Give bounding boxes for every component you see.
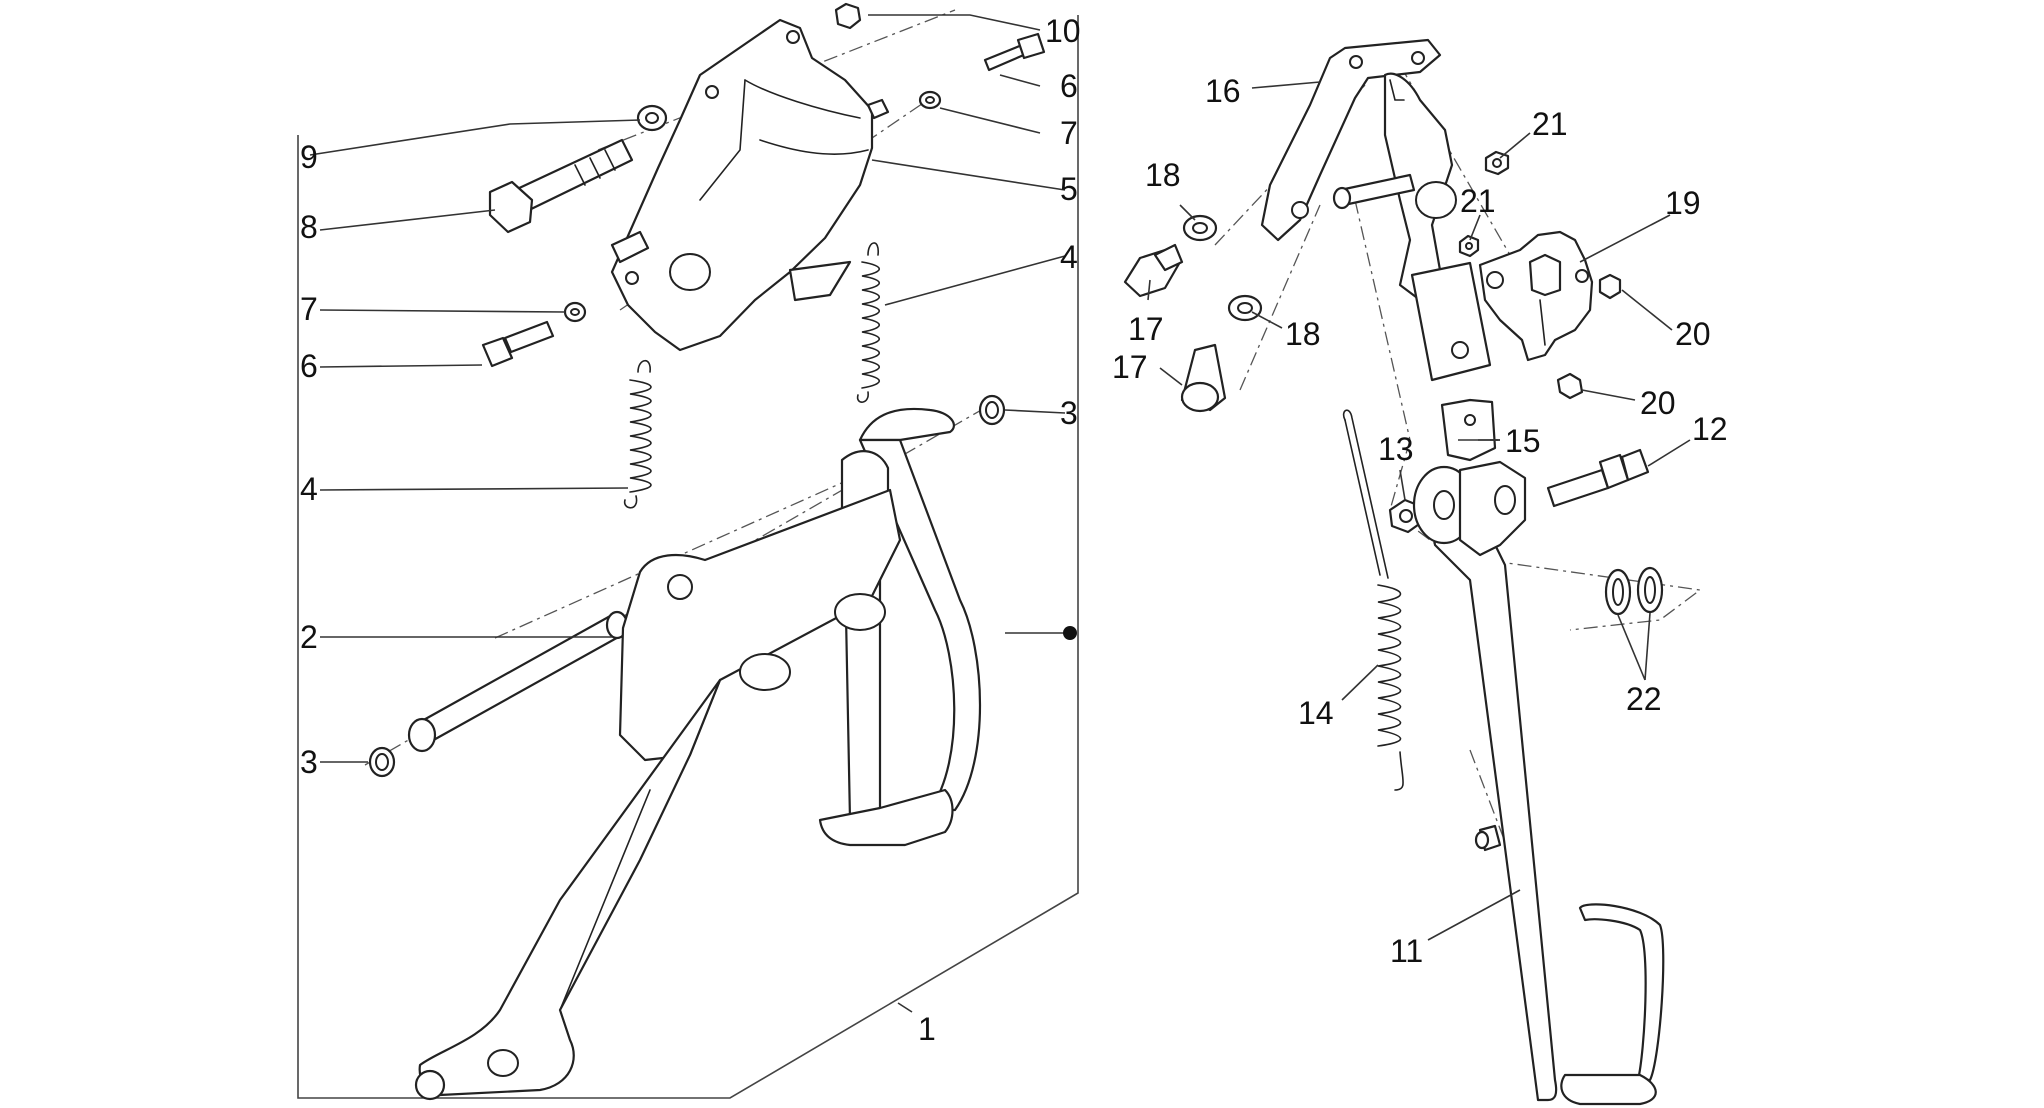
callout-label: 10 [1045,13,1081,49]
pivot-shaft-part [407,610,629,753]
callout-label: 7 [1060,115,1078,151]
cap-screw-part [1180,343,1227,413]
callout-label: 17 [1128,311,1164,347]
bracket-part [610,18,890,352]
bracket-hole [669,253,711,291]
bolt-part [983,32,1046,72]
pivot-bolt-part [1546,448,1650,508]
spring-part [623,359,652,509]
callout-label: 6 [300,348,318,384]
callout-label: 2 [300,619,318,655]
cap-screw-part [1123,243,1184,298]
spring-part [1342,409,1404,791]
callout-label: 18 [1145,157,1181,193]
long-bolt-part [488,138,634,234]
callout-dot [1063,626,1077,640]
callout-label: 3 [1060,395,1078,431]
washer-part [1182,214,1218,242]
screw-part [1598,273,1622,300]
callout-label: 7 [300,291,318,327]
axis-line [1389,439,1702,631]
callout-label: 15 [1505,423,1541,459]
axis-line [1354,199,1411,441]
bolt-part [481,320,555,368]
callout-label: 20 [1640,385,1676,421]
callout-label: 16 [1205,73,1241,109]
axis-line [1239,204,1321,391]
callout-label: 14 [1298,695,1334,731]
callout-label: 3 [300,744,318,780]
callout-label: 21 [1460,183,1496,219]
callout-label: 17 [1112,349,1148,385]
spring-part [856,242,881,403]
callout-label: 22 [1626,681,1662,717]
stand-hole [667,574,693,600]
callout-label: 9 [300,139,318,175]
sensor-switch-part [1478,230,1594,362]
callout-label: 11 [1390,933,1423,969]
screw-part [1556,372,1584,400]
callout-label: 4 [300,471,318,507]
side-stand-plate-part [1260,38,1457,302]
callout-label: 19 [1665,185,1701,221]
leader-line [868,14,1041,31]
callout-label: 1 [918,1011,936,1047]
assembly-frame [297,15,1079,1099]
callout-label: 5 [1060,171,1078,207]
nut-part [834,2,862,30]
pad-part [1440,398,1497,462]
centre-stand-part [414,407,982,1101]
callout-label: 8 [300,209,318,245]
circlip-part [1604,566,1664,616]
centre-stand-assembly: 10 6 7 9 5 8 4 7 6 3 4 2 3 1 [297,2,1081,1101]
callout-label: 4 [1060,239,1078,275]
axis-line [494,467,876,639]
callout-label: 12 [1692,411,1728,447]
washer-part [1227,294,1263,322]
callout-label: 21 [1532,106,1568,142]
callout-label: 6 [1060,68,1078,104]
callout-label: 18 [1285,316,1321,352]
guide-block-part [1410,261,1492,382]
callout-label: 13 [1378,431,1414,467]
side-stand-assembly: 16 21 18 21 19 17 18 20 17 20 12 15 13 2… [1112,38,1728,1106]
callout-label: 20 [1675,316,1711,352]
side-stand-part [1412,460,1665,1106]
